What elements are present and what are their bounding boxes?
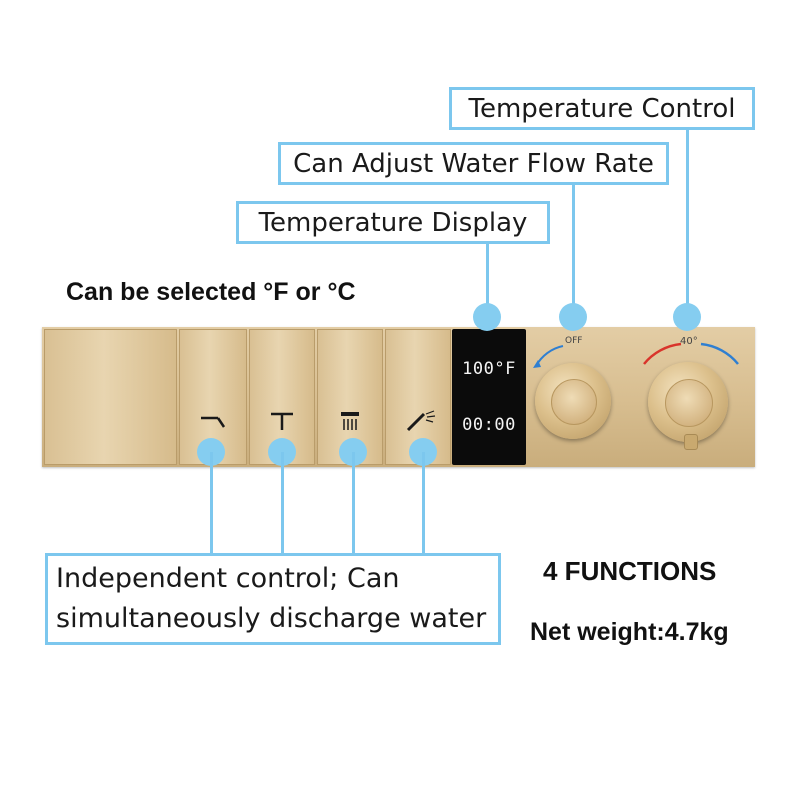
- connector-temp-control: [685, 128, 689, 318]
- flow-rate-knob[interactable]: [535, 363, 611, 439]
- temperature-arc-icon: [643, 342, 739, 365]
- tub-spout-icon: [271, 412, 293, 430]
- temperature-40-label: 40°: [680, 336, 698, 347]
- connector-function-1: [209, 452, 213, 555]
- connector-flow-rate: [571, 183, 575, 318]
- flow-rate-dot: [559, 303, 587, 331]
- unit-select-label: Can be selected °F or °C: [66, 278, 356, 306]
- temp-display-dot: [473, 303, 501, 331]
- independent-control-line2: simultaneously discharge water: [56, 603, 487, 634]
- temperature-knob-cap: [665, 379, 713, 427]
- hand-shower-icon: [406, 410, 436, 432]
- connector-temp-display: [485, 242, 489, 318]
- flow-rate-callout: Can Adjust Water Flow Rate: [278, 142, 669, 185]
- net-weight-label: Net weight:4.7kg: [530, 618, 729, 646]
- connector-function-2: [280, 452, 284, 555]
- rain-shower-icon: [341, 412, 359, 430]
- connector-function-4: [421, 452, 425, 555]
- independent-control-line1: Independent control; Can: [56, 563, 400, 594]
- display-time: 00:00: [462, 415, 516, 435]
- independent-control-callout: Independent control; Can simultaneously …: [45, 553, 501, 645]
- flow-off-label: OFF: [565, 336, 583, 346]
- temperature-knob[interactable]: [648, 362, 728, 442]
- temp-control-dot: [673, 303, 701, 331]
- temperature-display-screen: 100°F 00:00: [452, 329, 526, 465]
- temperature-display-text: Temperature Display: [258, 207, 528, 238]
- safety-button-icon[interactable]: [684, 434, 698, 450]
- flow-arc-icon: [533, 345, 564, 368]
- display-temperature: 100°F: [462, 359, 516, 379]
- temperature-control-text: Temperature Control: [468, 93, 736, 124]
- large-blank-block: [44, 329, 177, 465]
- flow-rate-text: Can Adjust Water Flow Rate: [293, 148, 654, 179]
- temperature-display-callout: Temperature Display: [236, 201, 550, 244]
- temperature-control-callout: Temperature Control: [449, 87, 755, 130]
- connector-function-3: [351, 452, 355, 555]
- handheld-spout-icon: [201, 416, 226, 428]
- flow-rate-knob-cap: [551, 379, 597, 425]
- functions-label: 4 FUNCTIONS: [543, 556, 717, 586]
